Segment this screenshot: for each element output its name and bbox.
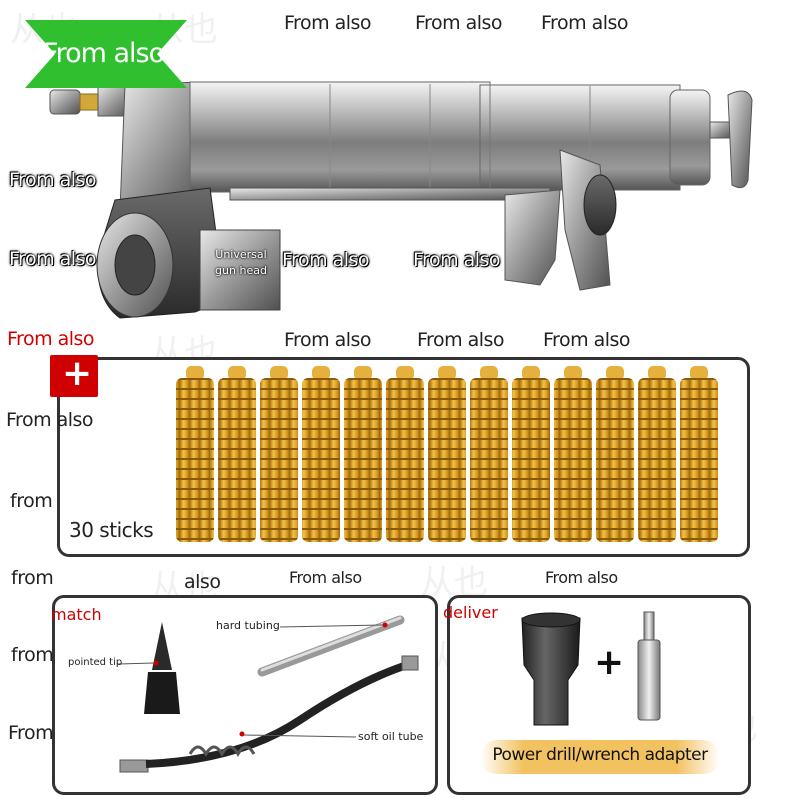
grease-stick bbox=[680, 378, 718, 542]
grease-stick-cap bbox=[522, 366, 540, 380]
pointed-tip-label: pointed tip bbox=[68, 657, 123, 668]
grease-stick bbox=[386, 378, 424, 542]
grease-stick bbox=[218, 378, 256, 542]
grease-stick bbox=[596, 378, 634, 542]
grease-stick-cap bbox=[480, 366, 498, 380]
sticks-count-label: 30 sticks bbox=[69, 518, 154, 542]
grease-stick-cap bbox=[648, 366, 666, 380]
adapter-label-bar: Power drill/wrench adapter bbox=[480, 740, 720, 774]
plus-tag: + bbox=[50, 353, 98, 397]
grease-stick-cap bbox=[690, 366, 708, 380]
badge-shape bbox=[25, 20, 187, 88]
grease-sticks-image bbox=[176, 366, 718, 542]
gun-label-left-upper: From also bbox=[9, 169, 97, 191]
plus-icon: + bbox=[594, 642, 625, 683]
deliver-tag: deliver bbox=[443, 603, 498, 622]
gun-label-left-lower: From also bbox=[9, 248, 97, 270]
promo-badge: From also bbox=[25, 20, 187, 88]
grease-stick-cap bbox=[186, 366, 204, 380]
grease-stick-cap bbox=[270, 366, 288, 380]
grease-stick-cap bbox=[354, 366, 372, 380]
section-left-label: From also bbox=[6, 409, 94, 431]
section-header-label: From also bbox=[284, 329, 372, 351]
grease-stick bbox=[302, 378, 340, 542]
grease-stick bbox=[344, 378, 382, 542]
match-tag: match bbox=[51, 605, 102, 624]
grease-stick-cap bbox=[606, 366, 624, 380]
section-header-label: From also bbox=[543, 329, 631, 351]
top-label: From also bbox=[415, 12, 503, 34]
grease-stick bbox=[428, 378, 466, 542]
head-caption: Universal gun head bbox=[215, 248, 267, 277]
bottom-from-label: from bbox=[11, 644, 54, 666]
grease-gun-image bbox=[49, 81, 753, 319]
section-red-label: From also bbox=[7, 328, 95, 350]
bottom-center-label: From also bbox=[289, 568, 362, 587]
bottom-also-label: also bbox=[184, 571, 221, 593]
grease-stick bbox=[554, 378, 592, 542]
grease-stick bbox=[638, 378, 676, 542]
badge-label: From also bbox=[43, 38, 165, 69]
bottom-from-label: from bbox=[11, 567, 54, 589]
top-label: From also bbox=[541, 12, 629, 34]
grease-stick bbox=[176, 378, 214, 542]
grease-stick-cap bbox=[312, 366, 330, 380]
plus-icon: + bbox=[62, 353, 93, 394]
grease-stick-cap bbox=[564, 366, 582, 380]
grease-stick-cap bbox=[438, 366, 456, 380]
section-header-label: From also bbox=[417, 329, 505, 351]
soft-tube-label: soft oil tube bbox=[358, 730, 424, 743]
gun-label-right: From also bbox=[413, 249, 501, 271]
grease-stick bbox=[512, 378, 550, 542]
section-left-from: from bbox=[10, 490, 53, 512]
grease-stick-cap bbox=[396, 366, 414, 380]
grease-stick bbox=[260, 378, 298, 542]
hard-tubing-label: hard tubing bbox=[216, 619, 280, 632]
grease-stick bbox=[470, 378, 508, 542]
adapter-label: Power drill/wrench adapter bbox=[492, 745, 708, 765]
gun-label-middle: From also bbox=[282, 249, 370, 271]
bottom-right-label: From also bbox=[545, 568, 618, 587]
grease-stick-cap bbox=[228, 366, 246, 380]
top-label: From also bbox=[284, 12, 372, 34]
